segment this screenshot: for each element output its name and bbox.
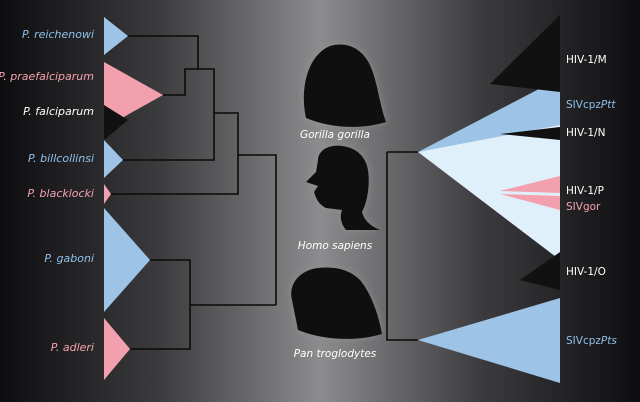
label-chimpanzee: Pan troglodytes xyxy=(294,348,377,360)
host-chimpanzee: Pan troglodytes xyxy=(291,267,382,360)
human-silhouette-icon xyxy=(306,145,380,230)
label-billcollinsi: P. billcollinsi xyxy=(28,152,94,165)
label-praefalciparum: P. praefalciparum xyxy=(0,70,94,83)
clade-sivgor xyxy=(500,194,560,210)
label-human: Homo sapiens xyxy=(298,240,373,252)
label-hiv1n: HIV-1/N xyxy=(566,127,605,139)
clade-billcollinsi xyxy=(104,140,123,178)
virus-tree: HIV-1/M SIVcpzPtt HIV-1/N HIV-1/P SIVgor… xyxy=(386,15,617,383)
label-sivgor: SIVgor xyxy=(566,201,601,213)
label-blacklocki: P. blacklocki xyxy=(27,187,94,200)
branch-virus-root xyxy=(386,152,418,341)
clade-sivcpzptt xyxy=(418,78,560,152)
clade-hiv1n xyxy=(500,127,560,140)
branch-reichenowi xyxy=(128,35,199,69)
clade-hiv1n-wedge xyxy=(418,120,560,260)
clade-praefalciparum xyxy=(104,62,163,128)
host-human: Homo sapiens xyxy=(298,145,380,252)
label-gaboni: P. gaboni xyxy=(44,252,94,265)
clade-sivcpzpts xyxy=(418,298,560,383)
host-gorilla: Gorilla gorilla xyxy=(300,44,386,141)
branch-laverania-root xyxy=(150,259,276,306)
branch-blacklocki xyxy=(111,155,239,195)
label-hiv1m: HIV-1/M xyxy=(566,54,607,66)
clade-blacklocki xyxy=(104,184,111,204)
clade-reichenowi xyxy=(104,17,128,55)
clade-hiv1o xyxy=(520,252,560,290)
clade-adleri xyxy=(104,318,130,380)
label-falciparum: P. falciparum xyxy=(23,105,94,118)
label-gorilla: Gorilla gorilla xyxy=(300,129,370,141)
label-sivcpzptt: SIVcpzPtt xyxy=(566,99,616,111)
clade-hiv1p xyxy=(500,176,560,193)
gorilla-silhouette-icon xyxy=(303,44,386,127)
clade-falciparum xyxy=(104,105,128,140)
label-hiv1p: HIV-1/P xyxy=(566,185,604,197)
label-adleri: P. adleri xyxy=(51,341,94,354)
plasmodium-tree-branches xyxy=(111,35,277,350)
plasmodium-tree: P. reichenowi P. praefalciparum P. falci… xyxy=(0,17,277,380)
clade-gaboni xyxy=(104,208,150,312)
clade-hiv1m xyxy=(490,15,560,92)
virus-tree-branches xyxy=(386,151,418,341)
branch-adleri xyxy=(130,305,191,350)
branch-falciparum-pair xyxy=(163,68,215,113)
label-hiv1o: HIV-1/O xyxy=(566,266,606,278)
chimpanzee-silhouette-icon xyxy=(291,267,382,339)
branch-billcollinsi xyxy=(123,113,215,161)
label-reichenowi: P. reichenowi xyxy=(22,28,94,41)
label-sivcpzpts: SIVcpzPts xyxy=(566,335,617,347)
